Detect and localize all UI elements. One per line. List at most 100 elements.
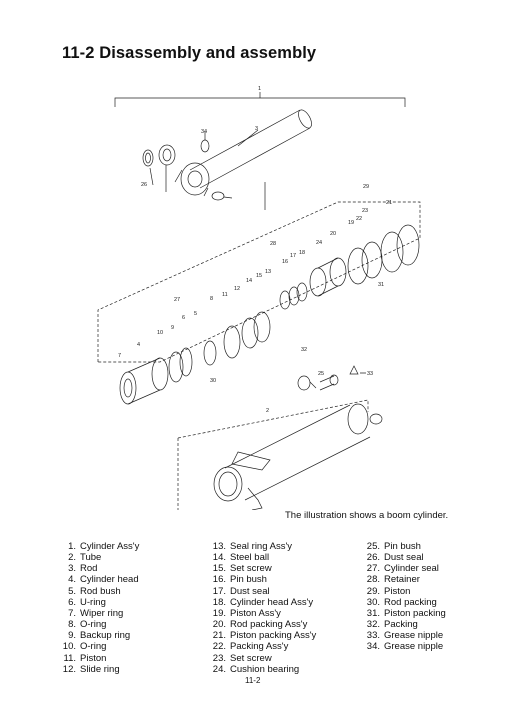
part-name: Cylinder Ass'y (80, 541, 140, 552)
dashed-outline (177, 399, 369, 510)
callout-label: 31 (378, 282, 384, 288)
part-number: 26. (366, 552, 380, 564)
part-row: 14.Steel ball (206, 552, 316, 563)
part-name: Grease nipple (384, 630, 444, 642)
part-number: 5. (68, 585, 76, 597)
part-number: 19. (212, 607, 226, 619)
parts-list-column-1: 1.Cylinder Ass'y 2.Tube 3.Rod 4.Cylinder… (56, 541, 140, 675)
part-name: Retainer (384, 574, 420, 586)
part-name: Piston (80, 652, 107, 664)
part-name: Seal ring Ass'y (230, 541, 293, 552)
part-row: 16.Pin bush (206, 574, 316, 585)
callout-label: 33 (367, 371, 373, 377)
callout-label: 16 (282, 259, 288, 265)
part-name: Dust seal (384, 552, 424, 564)
part-name: Cylinder head (80, 574, 139, 586)
callout-label: 10 (157, 330, 163, 336)
callout-numbers: 1 2 3 4 5 6 7 8 9 10 11 12 13 14 15 16 1… (118, 86, 392, 414)
part-number: 4. (68, 574, 76, 586)
part-row: 13.Seal ring Ass'y (206, 541, 316, 552)
callout-label: 30 (210, 378, 216, 384)
part-number: 32. (366, 619, 380, 631)
part-row: 9. Backup ring (56, 630, 139, 641)
part-row: 1.Cylinder Ass'y (56, 541, 139, 552)
callout-label: 32 (301, 347, 307, 353)
callout-label: 9 (171, 325, 174, 331)
callout-label: 3 (255, 126, 258, 132)
part-number: 27. (366, 563, 380, 575)
callout-label: 14 (246, 278, 252, 284)
part-number: 9. (68, 630, 76, 642)
part-row: 18.Cylinder head Ass'y (206, 597, 316, 608)
callout-label: 26 (141, 182, 147, 188)
part-row: 32.Packing (360, 619, 446, 630)
part-number: 12. (62, 663, 76, 675)
part-number: 15. (212, 563, 226, 575)
callout-label: 22 (356, 216, 362, 222)
part-row: 8. O-ring (56, 619, 139, 630)
part-row: 11. Piston (56, 653, 139, 664)
callout-label: 17 (290, 253, 296, 259)
callout-label: 21 (386, 200, 392, 206)
part-name: Rod packing Ass'y (230, 619, 308, 631)
part-name: Cylinder head Ass'y (230, 596, 314, 608)
part-name: U-ring (80, 596, 106, 608)
part-row: 31. Piston packing (360, 608, 446, 619)
cylinder-head-assembly (119, 224, 420, 405)
part-number: 30. (366, 596, 380, 608)
part-number: 11. (63, 652, 76, 664)
callout-label: 6 (182, 315, 185, 321)
part-number: 3. (68, 563, 76, 575)
part-row: 12.Slide ring (56, 664, 139, 675)
part-name: Set screw (230, 563, 272, 575)
part-number: 25. (366, 541, 380, 552)
part-number: 24. (212, 663, 226, 675)
part-name: Rod packing (384, 596, 437, 608)
part-number: 21. (212, 630, 226, 642)
part-row: 22.Packing Ass'y (206, 641, 316, 652)
parts-list-column-2: 13.Seal ring Ass'y 14.Steel ball 15. Set … (206, 541, 317, 675)
callout-label: 5 (194, 311, 197, 317)
part-number: 29. (366, 585, 380, 597)
page-title: 11-2 Disassembly and assembly (62, 44, 317, 62)
part-row: 7.Wiper ring (56, 608, 139, 619)
part-row: 26. Dust seal (360, 552, 446, 563)
callout-label: 28 (270, 241, 276, 247)
part-name: Packing Ass'y (230, 641, 289, 653)
part-name: Piston packing Ass'y (230, 630, 317, 642)
part-row: 29.Piston (360, 586, 446, 597)
part-name: Cushion bearing (230, 663, 300, 675)
part-row: 20. Rod packing Ass'y (206, 619, 316, 630)
callout-label: 20 (330, 231, 336, 237)
callout-label: 25 (318, 371, 324, 377)
part-row: 33. Grease nipple (360, 630, 446, 641)
part-name: Wiper ring (80, 607, 124, 619)
leader-line (114, 92, 406, 107)
part-name: Tube (80, 552, 102, 564)
part-name: Piston packing (384, 607, 446, 619)
part-number: 31. (366, 607, 380, 619)
part-row: 21. Piston packing Ass'y (206, 630, 317, 642)
part-number: 20. (212, 619, 226, 631)
part-name: Steel ball (230, 552, 270, 564)
callout-label: 18 (299, 250, 305, 256)
part-row: 27.Cylinder seal (360, 563, 446, 574)
callout-label: 24 (316, 240, 322, 246)
part-name: Grease nipple (384, 641, 444, 653)
callout-label: 19 (348, 220, 354, 226)
callout-label: 23 (362, 208, 368, 214)
part-row: 30. Rod packing (360, 597, 446, 608)
part-number: 33. (366, 630, 380, 642)
part-row: 3.Rod (56, 563, 139, 574)
part-name: Backup ring (80, 630, 131, 642)
exploded-view-diagram: 1 2 3 4 5 6 7 8 9 10 11 12 13 14 15 16 1… (97, 86, 421, 510)
part-row: 19. Piston Ass'y (206, 608, 316, 619)
part-number: 8. (68, 619, 76, 631)
part-name: O-ring (80, 619, 107, 631)
part-name: Piston Ass'y (230, 607, 281, 619)
part-number: 23. (212, 652, 226, 664)
callout-label: 7 (118, 353, 121, 359)
callout-label: 8 (210, 296, 213, 302)
part-row: 4. Cylinder head (56, 574, 139, 585)
part-name: Rod bush (80, 585, 121, 597)
